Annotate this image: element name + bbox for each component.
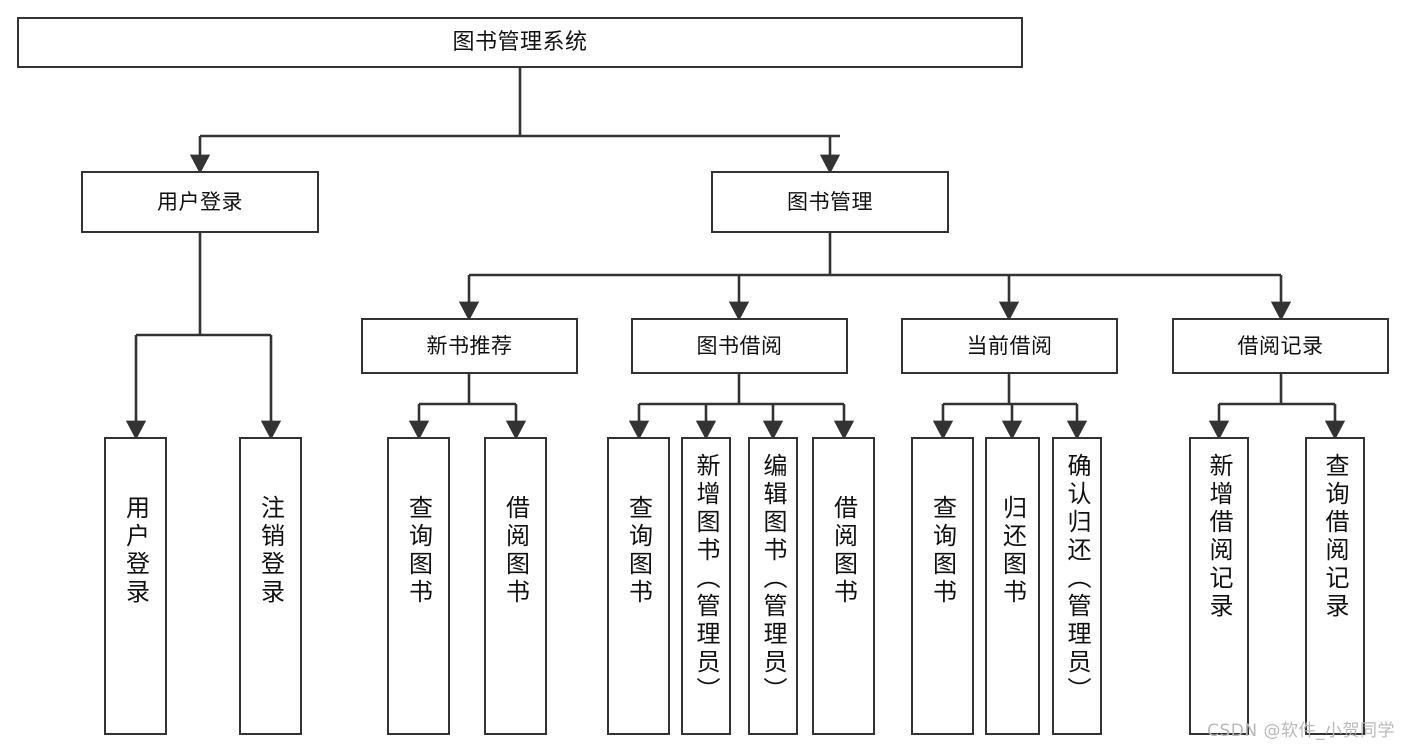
node-leaf-query-borrow-record[interactable]: 查询借阅记录 xyxy=(1305,437,1365,735)
node-leaf-confirm-return-admin-label: 确认归还（管理员） xyxy=(1063,453,1091,705)
node-new-book-recommend-label: 新书推荐 xyxy=(426,333,513,358)
node-leaf-borrow-book-1-label: 借阅图书 xyxy=(501,495,530,607)
node-leaf-return-book-label: 归还图书 xyxy=(998,495,1027,607)
node-leaf-add-book-admin-label: 新增图书（管理员） xyxy=(692,453,720,705)
node-book-manage[interactable]: 图书管理 xyxy=(711,171,949,233)
node-current-borrow[interactable]: 当前借阅 xyxy=(901,318,1118,374)
node-leaf-logout[interactable]: 注销登录 xyxy=(239,437,302,735)
node-book-borrow[interactable]: 图书借阅 xyxy=(631,318,848,374)
node-leaf-edit-book-admin-label: 编辑图书（管理员） xyxy=(759,453,787,705)
node-leaf-confirm-return-admin[interactable]: 确认归还（管理员） xyxy=(1052,437,1102,735)
node-new-book-recommend[interactable]: 新书推荐 xyxy=(361,318,578,374)
node-user-login-label: 用户登录 xyxy=(157,189,243,214)
node-leaf-add-book-admin[interactable]: 新增图书（管理员） xyxy=(681,437,731,735)
node-borrow-record[interactable]: 借阅记录 xyxy=(1172,318,1389,374)
node-leaf-return-book[interactable]: 归还图书 xyxy=(985,437,1040,735)
node-leaf-edit-book-admin[interactable]: 编辑图书（管理员） xyxy=(748,437,798,735)
node-leaf-user-login[interactable]: 用户登录 xyxy=(104,437,167,735)
node-current-borrow-label: 当前借阅 xyxy=(966,333,1053,358)
node-leaf-borrow-book-2-label: 借阅图书 xyxy=(829,495,858,607)
node-leaf-query-borrow-record-label: 查询借阅记录 xyxy=(1321,453,1349,621)
node-leaf-borrow-book-1[interactable]: 借阅图书 xyxy=(484,437,547,735)
node-borrow-record-label: 借阅记录 xyxy=(1237,333,1324,358)
node-leaf-query-book-3[interactable]: 查询图书 xyxy=(911,437,974,735)
node-book-manage-label: 图书管理 xyxy=(787,189,873,214)
node-book-borrow-label: 图书借阅 xyxy=(696,333,783,358)
node-leaf-borrow-book-2[interactable]: 借阅图书 xyxy=(812,437,875,735)
node-leaf-query-book-1[interactable]: 查询图书 xyxy=(387,437,450,735)
node-leaf-query-book-2-label: 查询图书 xyxy=(624,495,653,607)
node-root-label: 图书管理系统 xyxy=(452,29,588,55)
node-leaf-user-login-label: 用户登录 xyxy=(121,495,150,607)
node-leaf-query-book-1-label: 查询图书 xyxy=(404,495,433,607)
node-leaf-add-borrow-record-label: 新增借阅记录 xyxy=(1205,453,1233,621)
node-leaf-logout-label: 注销登录 xyxy=(256,495,285,607)
node-leaf-query-book-2[interactable]: 查询图书 xyxy=(607,437,670,735)
node-leaf-add-borrow-record[interactable]: 新增借阅记录 xyxy=(1189,437,1249,735)
node-user-login[interactable]: 用户登录 xyxy=(81,171,319,233)
watermark-text: CSDN @软件_小贺同学 xyxy=(1207,721,1395,741)
node-root[interactable]: 图书管理系统 xyxy=(17,17,1023,68)
node-leaf-query-book-3-label: 查询图书 xyxy=(928,495,957,607)
